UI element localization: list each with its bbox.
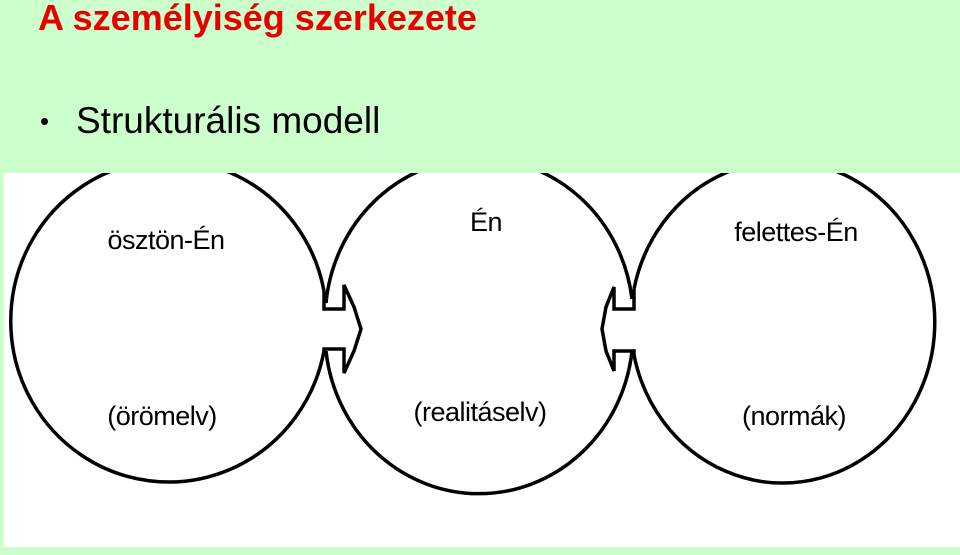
connector-right [600,286,636,372]
label-superego: felettes-Én [734,217,858,247]
label-norms: (normák) [742,401,846,431]
label-ego: Én [470,207,502,237]
label-reality-principle: (realitáselv) [413,397,546,427]
bullet-text: Strukturális modell [76,100,381,141]
bullet-marker: • [40,106,50,136]
label-id: ösztön-Én [107,225,224,255]
structural-model-diagram: ösztön-Én (örömelv) Én (realitáselv) fel… [4,173,960,547]
diagram-svg: ösztön-Én (örömelv) Én (realitáselv) fel… [9,173,937,496]
circle-superego [632,173,937,485]
bullet-item: • Strukturális modell [40,98,380,144]
slide-title: A személyiség szerkezete [38,0,477,38]
connector-left [322,284,363,374]
circle-ego [324,173,634,496]
circle-id [9,173,326,484]
label-pleasure-principle: (örömelv) [107,401,217,431]
